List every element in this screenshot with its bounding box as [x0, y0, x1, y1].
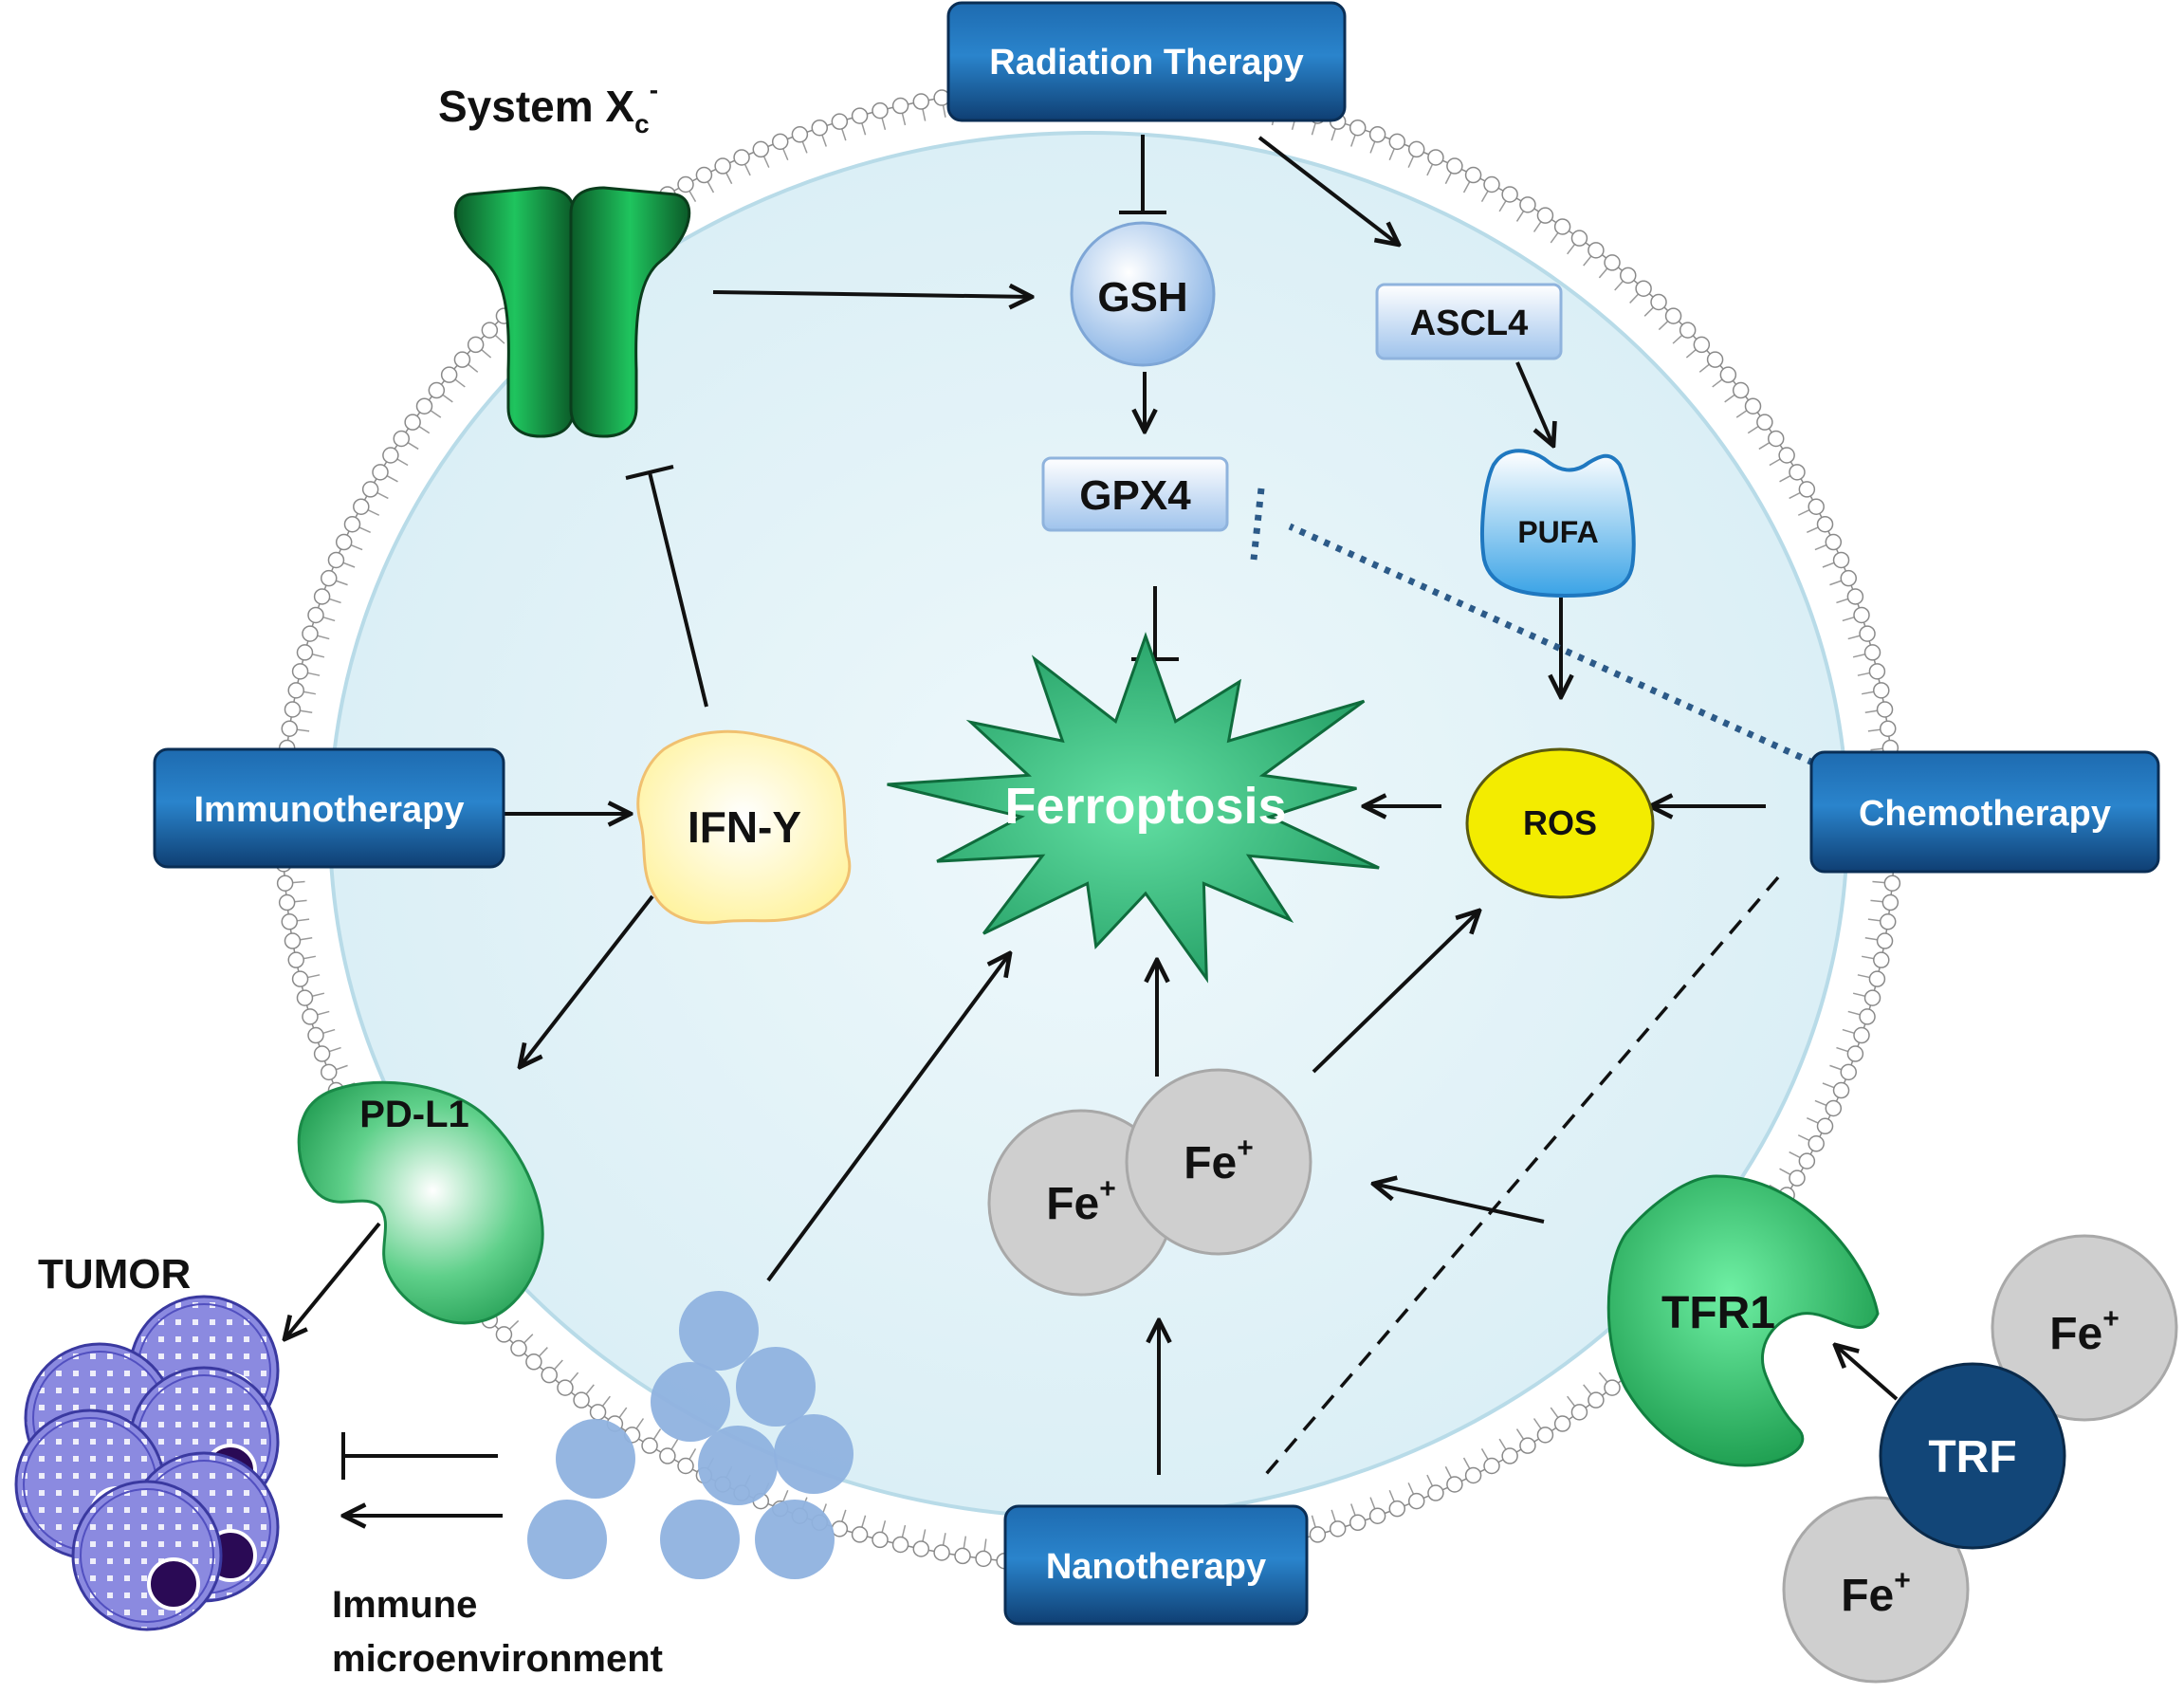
iron-cluster: Fe+ Fe+	[987, 1068, 1312, 1297]
nanoparticle	[736, 1347, 816, 1427]
gpx4-label: GPX4	[1079, 472, 1191, 519]
ascl4-node: ASCL4	[1375, 283, 1563, 360]
ifn-gamma-label: IFN-Y	[688, 802, 801, 852]
system-xc-transporter: System Xc-	[438, 75, 691, 438]
immune-label-line2: microenvironment	[332, 1638, 663, 1680]
tfr1-receptor: TFR1	[1606, 1174, 1880, 1467]
nanoparticle	[679, 1291, 759, 1371]
chemotherapy-box[interactable]: Chemotherapy	[1809, 750, 2160, 874]
iron-ion-4-label: Fe+	[1841, 1565, 1911, 1621]
nanoparticle	[556, 1419, 635, 1499]
immunotherapy-box[interactable]: Immunotherapy	[153, 747, 505, 869]
gsh-node: GSH	[1070, 221, 1216, 367]
pdl1-label: PD-L1	[359, 1094, 469, 1135]
nanoparticle	[527, 1500, 607, 1579]
immune-label-line1: Immune	[332, 1584, 477, 1626]
trf-node	[1879, 1362, 2066, 1550]
tumor-label: TUMOR	[38, 1251, 191, 1298]
nanoparticle-cluster	[527, 1291, 853, 1579]
nanoparticle	[660, 1500, 740, 1579]
tumor-cell	[71, 1480, 223, 1631]
transporter-left-subunit	[453, 186, 576, 438]
nanotherapy-box[interactable]: Nanotherapy	[1003, 1504, 1309, 1626]
iron-ion-2-label: Fe+	[1184, 1132, 1254, 1188]
iron-ion-2	[1125, 1068, 1312, 1256]
chemotherapy-label: Chemotherapy	[1859, 794, 2111, 834]
gsh-label: GSH	[1097, 274, 1187, 321]
iron-ion-3-label: Fe+	[2049, 1303, 2120, 1359]
gpx4-node: GPX4	[1041, 456, 1229, 532]
tumor-cells	[14, 1295, 280, 1631]
ascl4-label: ASCL4	[1410, 304, 1529, 343]
iron-ion-4	[1782, 1496, 1970, 1684]
radiation-therapy-box[interactable]: Radiation Therapy	[946, 1, 1347, 122]
nanoparticle	[698, 1426, 778, 1505]
relation-lines	[284, 135, 1899, 1516]
nanotherapy-label: Nanotherapy	[1046, 1547, 1266, 1587]
trf-label: TRF	[1928, 1432, 2016, 1482]
tfr1-label: TFR1	[1661, 1288, 1775, 1338]
pufa-node: PUFA	[1480, 449, 1636, 598]
ros-node: ROS	[1465, 747, 1655, 899]
nanoparticle	[774, 1414, 853, 1494]
nanoparticle	[755, 1500, 835, 1579]
ferroptosis-node: Ferroptosis	[887, 632, 1380, 984]
nanoparticle	[651, 1362, 730, 1442]
ferroptosis-label: Ferroptosis	[1004, 778, 1286, 835]
iron-ion-1-label: Fe+	[1046, 1173, 1116, 1229]
pufa-label: PUFA	[1517, 515, 1598, 549]
ros-label: ROS	[1523, 803, 1597, 842]
system-xc-label: System Xc-	[438, 75, 658, 138]
transporter-right-subunit	[569, 186, 691, 438]
pdl1-node: PD-L1	[297, 1080, 544, 1325]
immunotherapy-label: Immunotherapy	[193, 790, 464, 830]
ifn-gamma-node: IFN-Y	[636, 729, 852, 925]
iron-ion-3	[1991, 1234, 2178, 1422]
radiation-therapy-label: Radiation Therapy	[989, 43, 1304, 83]
external-iron-group: Fe+ Fe+ TRF	[1782, 1234, 2178, 1684]
